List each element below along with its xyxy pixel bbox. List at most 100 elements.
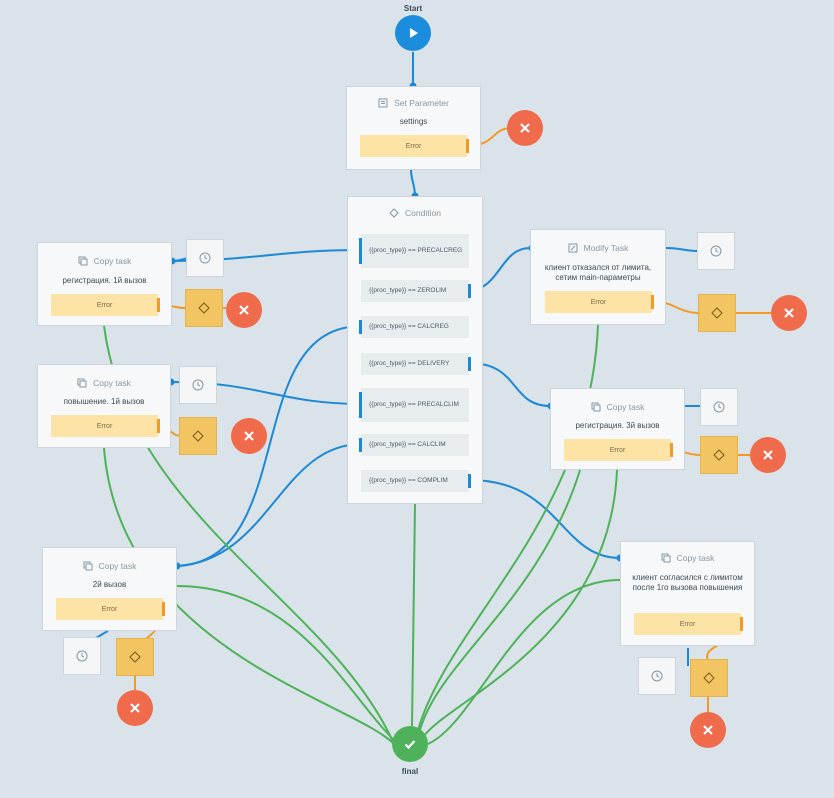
- diamond-icon: [389, 208, 399, 218]
- copy-task-1-stop[interactable]: [226, 292, 262, 328]
- copy-task-4-title-text: Copy task: [606, 402, 645, 412]
- copy-task-5-error[interactable]: Error: [634, 613, 743, 635]
- close-icon: [763, 450, 773, 460]
- copy-task-2-gate[interactable]: [179, 417, 217, 455]
- copy-task-3-title-text: Copy task: [98, 561, 137, 571]
- copy-task-4-gate[interactable]: [700, 436, 738, 474]
- copy-task-5-error-label: Error: [679, 620, 696, 628]
- copy-task-5-stop[interactable]: [690, 712, 726, 748]
- modify-task-gate[interactable]: [698, 294, 736, 332]
- condition-title-text: Condition: [405, 208, 441, 218]
- copy-task-3-stop[interactable]: [117, 690, 153, 726]
- copy-task-1-title: Copy task: [38, 256, 171, 266]
- clock-icon: [710, 245, 722, 257]
- condition-node[interactable]: Condition {{proc_type}} == PRECALCREG {{…: [347, 196, 483, 504]
- wire-delivery: [468, 362, 551, 407]
- set-parameter-title: Set Parameter: [347, 98, 480, 108]
- clock-icon: [651, 670, 663, 682]
- condition-row-label: {{proc_type}} == PRECALCLIM: [369, 400, 459, 408]
- condition-row-label: {{proc_type}} == CALCLIM: [369, 440, 446, 448]
- copy-task-3-node[interactable]: Copy task 2й вызов Error: [42, 547, 177, 631]
- modify-task-node[interactable]: Modify Task клиент отказался от лимита, …: [530, 229, 666, 325]
- copy-task-2-error[interactable]: Error: [51, 415, 160, 437]
- clock-icon: [713, 401, 725, 413]
- wire-ct4b-final: [423, 469, 618, 737]
- copy-task-4-error[interactable]: Error: [564, 439, 673, 461]
- copy-task-2-stop[interactable]: [231, 418, 267, 454]
- close-icon: [520, 123, 530, 133]
- copy-task-5-node[interactable]: Copy task клиент согласился с лимитом по…: [620, 541, 755, 646]
- diamond-icon: [703, 672, 715, 684]
- set-parameter-subtitle: settings: [399, 117, 428, 126]
- copy-task-1-gate[interactable]: [185, 289, 223, 327]
- copy-task-4-timer[interactable]: [700, 388, 738, 426]
- copy-task-3-error[interactable]: Error: [56, 598, 165, 620]
- modify-task-stop[interactable]: [771, 295, 807, 331]
- wire-ct5-final: [427, 579, 621, 745]
- copy-task-2-node[interactable]: Copy task повышение. 1й вызов Error: [37, 364, 171, 448]
- copy-task-1-error[interactable]: Error: [51, 294, 160, 316]
- wire-cond-final: [411, 503, 416, 727]
- diamond-icon: [711, 307, 723, 319]
- check-icon: [404, 740, 416, 750]
- copy-task-4-stop[interactable]: [750, 437, 786, 473]
- copy-task-4-node[interactable]: Copy task регистрация. 3й вызов Error: [550, 388, 685, 470]
- modify-task-timer[interactable]: [697, 232, 735, 270]
- clock-icon: [76, 650, 88, 662]
- condition-row-delivery[interactable]: {{proc_type}} == DELIVERY: [361, 353, 471, 375]
- wire-ct3-final: [176, 585, 399, 745]
- condition-row-zerolim[interactable]: {{proc_type}} == ZEROLIM: [361, 280, 471, 302]
- copy-task-3-title: Copy task: [43, 561, 176, 571]
- condition-row-precalcreg[interactable]: {{proc_type}} == PRECALCREG: [359, 234, 469, 268]
- wire-calcreg: [176, 325, 363, 567]
- copy-icon: [661, 553, 671, 563]
- copy-task-5-timer[interactable]: [638, 657, 676, 695]
- set-parameter-error-label: Error: [405, 142, 422, 150]
- wire-setparam-condition: [410, 169, 416, 197]
- condition-row-calclim[interactable]: {{proc_type}} == CALCLIM: [359, 434, 469, 456]
- copy-task-3-gate[interactable]: [116, 638, 154, 676]
- copy-task-3-timer[interactable]: [63, 637, 101, 675]
- final-node[interactable]: [392, 726, 428, 762]
- close-icon: [130, 703, 140, 713]
- list-icon: [378, 98, 388, 108]
- copy-task-2-timer[interactable]: [179, 366, 217, 404]
- diamond-icon: [198, 302, 210, 314]
- copy-task-1-error-label: Error: [96, 301, 113, 309]
- condition-row-label: {{proc_type}} == DELIVERY: [369, 359, 450, 367]
- diamond-icon: [129, 651, 141, 663]
- condition-row-complim[interactable]: {{proc_type}} == COMPLIM: [361, 470, 471, 492]
- condition-row-calcreg[interactable]: {{proc_type}} == CALCREG: [359, 316, 469, 338]
- condition-row-label: {{proc_type}} == ZEROLIM: [369, 286, 447, 294]
- modify-task-subtitle: клиент отказался от лимита, сетим main-п…: [544, 263, 652, 282]
- condition-row-label: {{proc_type}} == PRECALCREG: [369, 246, 463, 254]
- copy-task-5-title-text: Copy task: [676, 553, 715, 563]
- close-icon: [784, 308, 794, 318]
- copy-task-1-title-text: Copy task: [93, 256, 132, 266]
- play-icon: [410, 28, 418, 38]
- copy-task-1-subtitle: регистрация. 1й вызов: [62, 276, 147, 285]
- copy-icon: [83, 561, 93, 571]
- close-icon: [703, 725, 713, 735]
- copy-task-5-gate[interactable]: [690, 659, 728, 697]
- wire-ct2-final: [103, 447, 395, 745]
- copy-task-1-node[interactable]: Copy task регистрация. 1й вызов Error: [37, 242, 172, 326]
- copy-task-1-timer[interactable]: [186, 239, 224, 277]
- wire-complim: [468, 479, 621, 559]
- modify-task-error[interactable]: Error: [545, 291, 654, 313]
- copy-task-5-subtitle: клиент согласился с лимитом после 1го вы…: [632, 573, 743, 592]
- edit-icon: [568, 243, 578, 253]
- copy-task-2-error-label: Error: [96, 422, 113, 430]
- wire-timer-mt: [665, 247, 698, 252]
- clock-icon: [192, 379, 204, 391]
- start-button[interactable]: [395, 15, 431, 51]
- wire-ct4-final: [419, 469, 581, 731]
- wire-calclim: [176, 443, 363, 567]
- set-parameter-stop[interactable]: [507, 110, 543, 146]
- set-parameter-error[interactable]: Error: [360, 135, 469, 157]
- modify-task-error-label: Error: [590, 298, 607, 306]
- copy-task-3-subtitle: 2й вызов: [92, 580, 127, 589]
- condition-row-precalclim[interactable]: {{proc_type}} == PRECALCLIM: [359, 388, 469, 422]
- set-parameter-node[interactable]: Set Parameter settings Error: [346, 86, 481, 170]
